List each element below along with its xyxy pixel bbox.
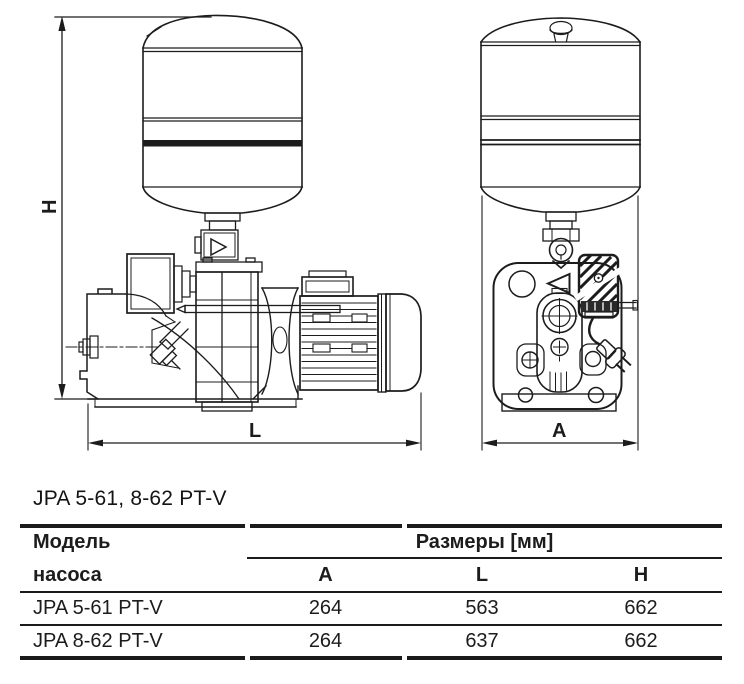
model-header-line1: Модель (33, 531, 111, 553)
tie-rod-clips (312, 313, 368, 353)
arrowhead-right (623, 439, 638, 447)
pump-body-front (492, 262, 623, 410)
rule-gap (245, 656, 250, 660)
tank-fitting-front (542, 211, 580, 270)
arrowhead-right (406, 439, 421, 447)
arrowhead-left (88, 439, 103, 447)
table-row-value-h: 662 (560, 593, 722, 626)
terminal-strip (581, 301, 617, 312)
arrowhead-left (482, 439, 497, 447)
product-title: JPA 5-61, 8-62 PT-V (33, 487, 227, 510)
pressure-switch-side (126, 253, 197, 314)
rule-gap (245, 524, 250, 528)
dimension-h: H (39, 16, 212, 400)
flow-arrow-icon (210, 237, 228, 257)
side-view-drawing: H (39, 14, 422, 451)
model-header-line2: насоса (20, 559, 247, 593)
table-row-value-l: 637 (465, 629, 499, 652)
fan-cover (385, 293, 422, 392)
arrowhead-up (58, 16, 66, 31)
h-label: H (39, 200, 61, 214)
rule-gap (402, 656, 407, 660)
column-header-h: H (560, 559, 722, 593)
group-header-dimensions: Размеры [мм] (247, 528, 722, 559)
pressure-tank-side (142, 14, 303, 214)
table-row-model: JPA 8-62 PT-V (33, 629, 163, 652)
front-view-drawing: A (479, 17, 642, 451)
pump-top-flange (195, 261, 263, 273)
tank-band (143, 140, 302, 147)
table-row-value-l: 563 (404, 593, 560, 626)
l-label: L (249, 420, 261, 442)
arrowhead-down (58, 384, 66, 399)
drain-plug (149, 321, 189, 370)
dimension-l: L (87, 392, 422, 451)
power-plug (587, 316, 632, 373)
dimension-a: A (481, 195, 639, 451)
a-label: A (552, 420, 566, 442)
tank-fitting-side (194, 212, 241, 261)
base-plate-side (87, 398, 303, 408)
column-header-a: A (247, 559, 404, 593)
pressure-switch-front (573, 253, 639, 319)
table-row-model: JPA 5-61 PT-V (20, 593, 247, 626)
table-row-value-a: 264 (247, 593, 404, 626)
motor-bracket (252, 287, 299, 400)
table-row-value-h: 662 (624, 629, 658, 652)
pump-housing-side (65, 288, 240, 401)
flow-arrow-icon (545, 272, 571, 295)
table-row-value-a: 264 (308, 629, 343, 652)
pressure-tank-front (479, 17, 642, 213)
technical-drawing: H (39, 14, 642, 451)
motor-side (299, 270, 422, 393)
pump-body-side (195, 271, 259, 412)
column-header-l: L (404, 559, 560, 593)
dimensions-table: Модель Размеры [мм] насоса A L H JPA 5-6… (20, 524, 722, 660)
air-valve-cap (549, 20, 573, 36)
rule-gap (402, 524, 407, 528)
